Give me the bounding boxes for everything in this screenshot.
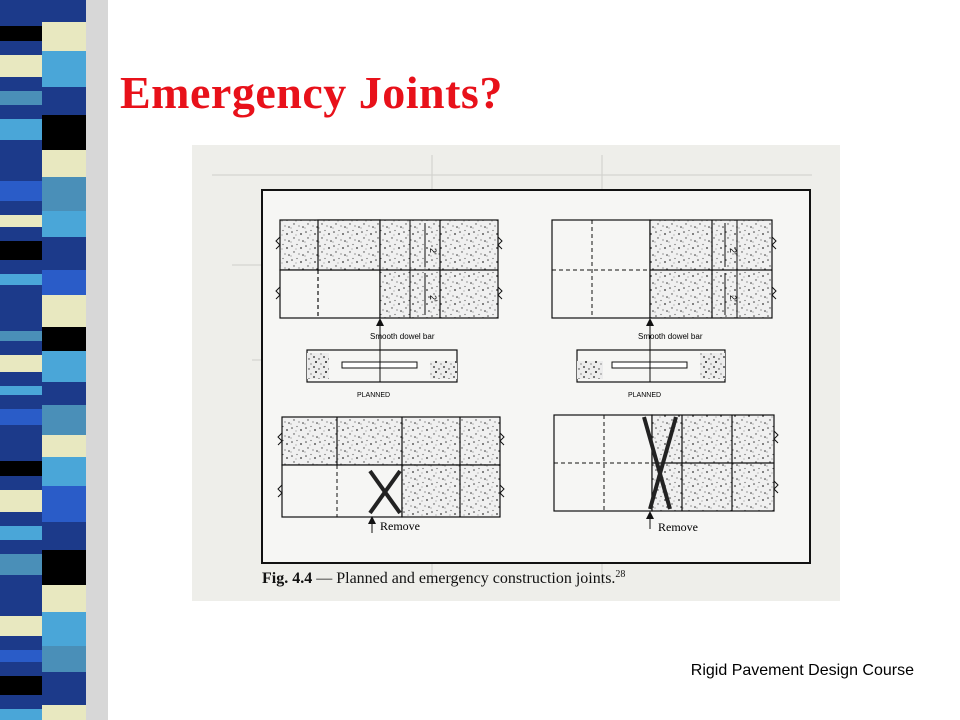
slab-panel-speckled [649, 219, 773, 319]
spacing-label: 2' [428, 295, 438, 302]
stripe-segment [42, 211, 86, 237]
stripe-segment [0, 91, 42, 105]
stripe-segment [42, 435, 86, 457]
stripe-segment [42, 150, 86, 177]
stripe-segment [0, 409, 42, 425]
figure-caption: Fig. 4.4 — Planned and emergency constru… [262, 569, 625, 587]
stripe-segment [42, 550, 86, 585]
stripe-segment [0, 331, 42, 341]
stripe-segment [42, 237, 86, 270]
stripe-segment [42, 0, 86, 22]
planned-joint-right: 2' 2' Smooth dowel bar PLANNED [551, 219, 777, 399]
stripe-segment [42, 522, 86, 550]
stripe-segment [42, 382, 86, 405]
stripe-segment [42, 585, 86, 612]
stripe-segment [42, 646, 86, 672]
planned-label: PLANNED [357, 392, 390, 399]
stripe-segment [42, 177, 86, 211]
stripe-segment [42, 486, 86, 522]
slab-panel-speckled [281, 416, 501, 466]
stripe-segment [42, 22, 86, 51]
planned-label: PLANNED [628, 392, 661, 399]
stripe-segment [42, 295, 86, 327]
spacing-label: 2' [428, 248, 438, 255]
stripe-segment [0, 274, 42, 285]
stripe-segment [0, 55, 42, 77]
stripe-segment [0, 554, 42, 575]
stripe-segment [0, 676, 42, 695]
dowel-bar-label: Smooth dowel bar [638, 332, 703, 341]
spacing-label: 2' [728, 295, 738, 302]
dowel-bar-label: Smooth dowel bar [370, 332, 435, 341]
slide-footer: Rigid Pavement Design Course [690, 662, 914, 679]
stripe-segment [0, 709, 42, 720]
remove-label: Remove [380, 519, 420, 533]
stripe-segment [42, 672, 86, 705]
stripe-shadow [86, 0, 108, 720]
caption-text: — Planned and emergency construction joi… [312, 570, 615, 587]
stripe-segment [42, 270, 86, 295]
remove-label: Remove [658, 520, 698, 534]
stripe-segment [0, 616, 42, 636]
stripe-segment [0, 589, 42, 602]
stripe-segment [42, 115, 86, 150]
planned-joint-left: 2' 2' Smooth dowel bar PLANNED [275, 219, 503, 399]
stripe-segment [0, 181, 42, 201]
stripe-segment [42, 705, 86, 720]
stripe-segment [42, 327, 86, 351]
stripe-segment [0, 154, 42, 167]
stripe-segment [0, 4, 42, 12]
slab-panel [317, 219, 381, 271]
stripe-segment [0, 119, 42, 140]
caption-reference: 28 [615, 569, 625, 580]
caption-prefix: Fig. 4.4 [262, 570, 312, 587]
slide-title: Emergency Joints? [120, 67, 503, 118]
spacing-label: 2' [728, 248, 738, 255]
stripe-segment [42, 351, 86, 382]
slab-panel [279, 269, 381, 319]
stripe-segment [0, 26, 42, 41]
stripe-segment [0, 526, 42, 540]
stripe-segment [42, 405, 86, 435]
emergency-joint-left: Remove [277, 416, 505, 533]
stripe-segment [0, 299, 42, 317]
stripe-segment [42, 51, 86, 87]
decorative-side-stripe [0, 0, 108, 720]
construction-joints-figure: 2' 2' Smooth dowel bar PLANNED 2' 2' [192, 145, 840, 601]
slab-panel [551, 219, 651, 319]
stripe-segment [0, 241, 42, 260]
stripe-segment [0, 439, 42, 447]
stripe-segment [0, 386, 42, 395]
slab-panel-speckled [379, 219, 499, 319]
slab-panel-speckled [401, 464, 501, 518]
stripe-segment [42, 612, 86, 646]
stripe-segment [0, 490, 42, 512]
stripe-segment [42, 87, 86, 115]
stripe-segment [0, 461, 42, 476]
stripe-segment [0, 650, 42, 662]
stripe-segment [0, 215, 42, 227]
stripe-segment [42, 457, 86, 486]
emergency-joint-right: Remove [553, 414, 779, 534]
stripe-segment [0, 355, 42, 372]
